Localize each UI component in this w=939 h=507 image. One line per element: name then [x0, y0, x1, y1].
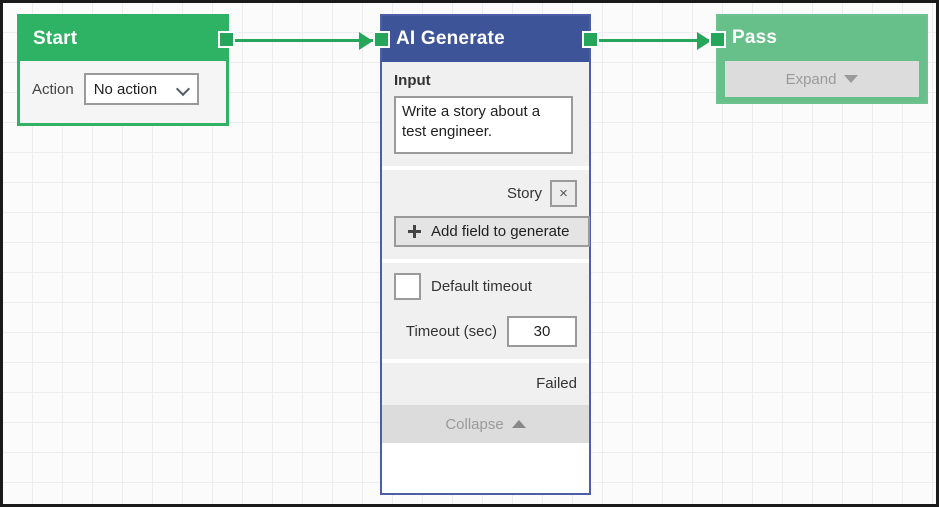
caret-up-icon — [511, 420, 526, 428]
timeout-input[interactable]: 30 — [507, 316, 577, 347]
timeout-label: Timeout (sec) — [405, 323, 497, 340]
add-field-button-label: Add field to generate — [431, 223, 570, 240]
expand-button-label: Expand — [785, 70, 837, 88]
add-field-button[interactable]: Add field to generate — [394, 216, 590, 247]
section-failed: Failed — [382, 363, 589, 405]
action-select-value: No action — [93, 80, 158, 98]
node-start-body: Action No action — [20, 61, 226, 105]
section-timeout: Default timeout Timeout (sec) 30 — [382, 263, 589, 359]
node-pass[interactable]: Pass Expand — [716, 14, 928, 104]
close-icon[interactable]: × — [550, 180, 577, 207]
expand-button[interactable]: Expand — [725, 61, 919, 97]
node-pass-header[interactable]: Pass — [718, 16, 926, 60]
node-ai-generate-header[interactable]: AI Generate — [382, 16, 589, 62]
action-select[interactable]: No action — [83, 73, 199, 105]
default-timeout-label: Default timeout — [431, 278, 532, 295]
port-ai-generate-output[interactable] — [582, 31, 599, 48]
port-start-output[interactable] — [218, 31, 235, 48]
failed-label: Failed — [536, 375, 577, 392]
collapse-button[interactable]: Collapse — [382, 405, 589, 443]
section-generate-fields: Story × Add field to generate — [382, 170, 590, 259]
timeout-row: Timeout (sec) 30 — [394, 316, 577, 347]
node-start-title: Start — [33, 27, 78, 49]
default-timeout-checkbox[interactable] — [394, 273, 421, 300]
section-input: Input Write a story about a test enginee… — [382, 62, 589, 166]
node-ai-generate[interactable]: AI Generate Input Write a story about a … — [380, 14, 591, 495]
connector-start-to-ai[interactable] — [235, 39, 373, 42]
port-pass-input[interactable] — [709, 31, 726, 48]
action-label: Action — [32, 80, 74, 98]
node-start-header[interactable]: Start — [19, 16, 227, 61]
plus-icon — [408, 225, 421, 238]
node-pass-title: Pass — [732, 27, 778, 48]
node-ai-generate-title: AI Generate — [396, 28, 505, 49]
collapse-button-label: Collapse — [445, 415, 504, 433]
connector-ai-to-pass[interactable] — [597, 39, 711, 42]
node-start[interactable]: Start Action No action — [17, 14, 229, 126]
port-ai-generate-input[interactable] — [373, 31, 390, 48]
generate-field-row: Story × — [394, 180, 577, 207]
default-timeout-row: Default timeout — [394, 273, 577, 300]
input-textarea[interactable]: Write a story about a test engineer. — [394, 96, 573, 154]
caret-down-icon — [844, 75, 859, 83]
node-ai-generate-body: Input Write a story about a test enginee… — [382, 62, 590, 443]
connector-arrowhead-ai-to-pass — [697, 32, 711, 50]
input-label: Input — [394, 72, 431, 89]
chevron-down-icon — [177, 83, 190, 96]
generate-field-name: Story — [506, 185, 542, 202]
connector-arrowhead-start-to-ai — [359, 32, 373, 50]
